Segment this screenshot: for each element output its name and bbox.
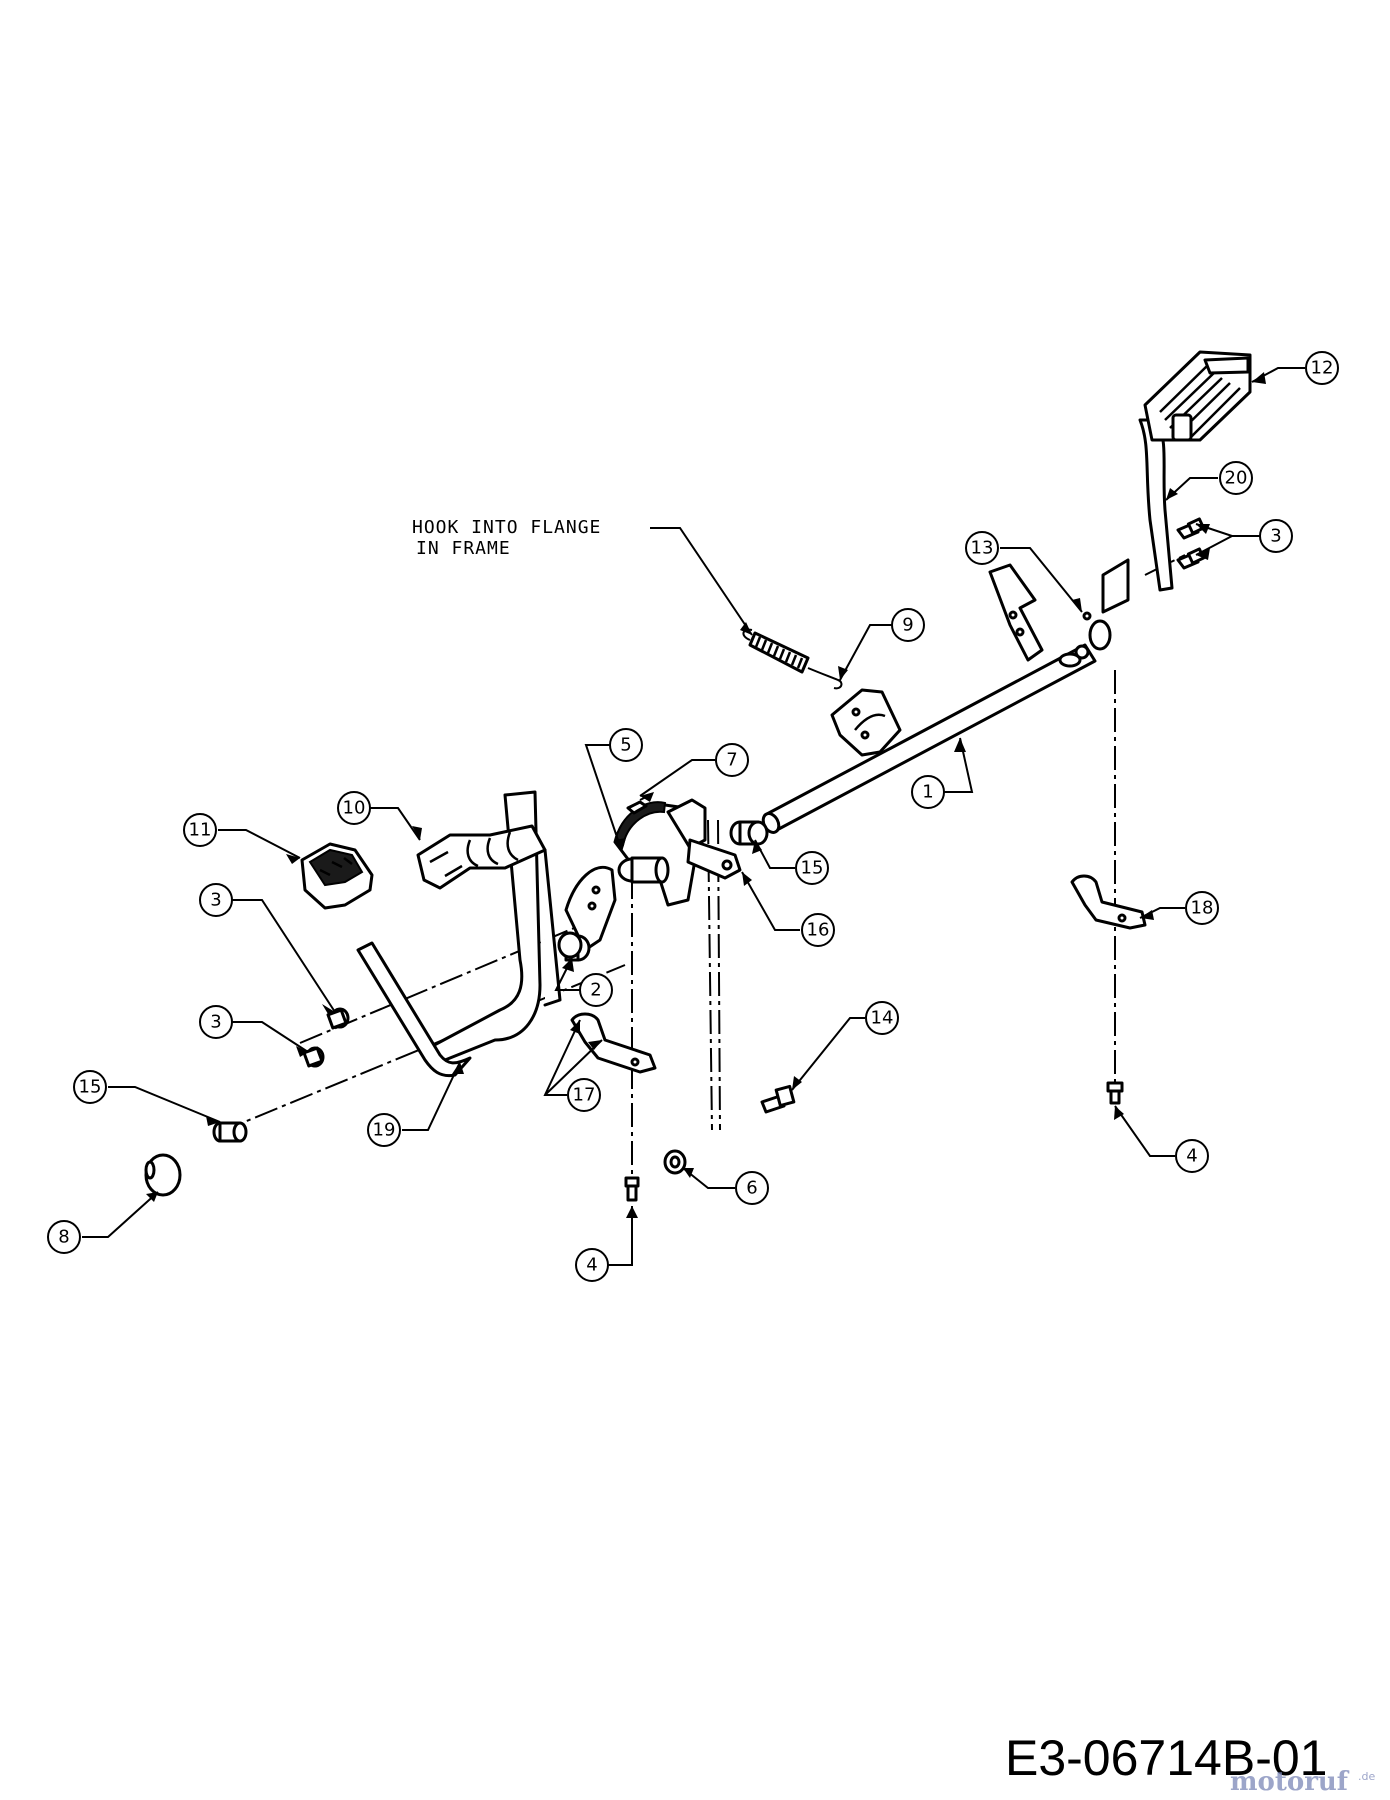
callout-label: 20 — [1225, 468, 1248, 489]
callout-20: 20 — [1219, 461, 1253, 495]
mid-shaft-bracket — [830, 688, 902, 757]
callout-label: 16 — [807, 920, 830, 941]
assembly-note: HOOK INTO FLANGE IN FRAME — [412, 517, 680, 559]
callout-3: 3 — [199, 883, 233, 917]
callout-label: 4 — [1186, 1146, 1197, 1167]
callout-label: 3 — [210, 1012, 221, 1033]
cross-shaft — [761, 619, 1112, 834]
callout-1: 1 — [911, 775, 945, 809]
callout-label: 1 — [922, 782, 933, 803]
arrowheads — [146, 372, 1266, 1218]
right-bolts — [1176, 517, 1206, 570]
pivot-bushing — [557, 931, 583, 959]
callout-15: 15 — [73, 1070, 107, 1104]
callout-label: 18 — [1191, 898, 1214, 919]
callout-label: 4 — [586, 1255, 597, 1276]
lock-nut — [663, 1149, 687, 1175]
callout-5: 5 — [609, 728, 643, 762]
callout-17: 17 — [567, 1078, 601, 1112]
sector-gear-assembly — [613, 798, 742, 907]
callout-12: 12 — [1305, 351, 1339, 385]
callout-10: 10 — [337, 791, 371, 825]
callout-label: 7 — [726, 750, 737, 771]
callout-label: 5 — [620, 735, 631, 756]
screw-left — [624, 1176, 640, 1202]
callout-13: 13 — [965, 531, 999, 565]
note-line-2: IN FRAME — [416, 538, 511, 559]
brake-pedal — [416, 790, 562, 1062]
watermark-logo: motoruf — [1230, 1767, 1350, 1797]
end-cap — [144, 1153, 182, 1197]
screw-right — [1106, 1081, 1124, 1105]
callout-19: 19 — [367, 1113, 401, 1147]
callout-6: 6 — [735, 1171, 769, 1205]
callout-label: 15 — [801, 858, 824, 879]
callout-18: 18 — [1185, 891, 1219, 925]
callout-label: 6 — [746, 1178, 757, 1199]
callout-label: 3 — [210, 890, 221, 911]
shaft-bushing-right — [729, 820, 769, 846]
left-bolts — [302, 1007, 350, 1068]
callout-label: 13 — [971, 538, 994, 559]
callout-label: 12 — [1311, 358, 1334, 379]
callout-14: 14 — [865, 1001, 899, 1035]
callout-3: 3 — [199, 1005, 233, 1039]
watermark-suffix: .de — [1358, 1770, 1375, 1783]
extension-spring — [742, 628, 843, 690]
cable-bracket-right — [1070, 874, 1147, 930]
callout-label: 2 — [590, 980, 601, 1001]
callout-label: 8 — [58, 1227, 69, 1248]
callout-label: 3 — [1270, 526, 1281, 547]
callout-9: 9 — [891, 608, 925, 642]
cable-bracket-left — [570, 1012, 657, 1074]
shoulder-bolt — [760, 1084, 796, 1114]
note-line-1: HOOK INTO FLANGE — [412, 517, 601, 538]
callout-label: 10 — [343, 798, 366, 819]
callout-11: 11 — [183, 813, 217, 847]
callout-label: 19 — [373, 1120, 396, 1141]
callout-3: 3 — [1259, 519, 1293, 553]
callout-label: 9 — [902, 615, 913, 636]
callout-label: 14 — [871, 1008, 894, 1029]
callout-15: 15 — [795, 851, 829, 885]
shaft-bushing-left — [212, 1121, 248, 1143]
right-pedal-assembly — [1101, 350, 1252, 614]
callout-4: 4 — [575, 1248, 609, 1282]
right-mount-bracket — [988, 563, 1092, 668]
drawing-id: E3-06714B-01 — [1005, 1730, 1327, 1786]
callout-2: 2 — [579, 973, 613, 1007]
callout-label: 15 — [79, 1077, 102, 1098]
callout-8: 8 — [47, 1220, 81, 1254]
callout-7: 7 — [715, 743, 749, 777]
callout-label: 17 — [573, 1085, 596, 1106]
clutch-pedal — [300, 842, 472, 1078]
callout-4: 4 — [1175, 1139, 1209, 1173]
callout-label: 11 — [189, 820, 212, 841]
callout-16: 16 — [801, 913, 835, 947]
